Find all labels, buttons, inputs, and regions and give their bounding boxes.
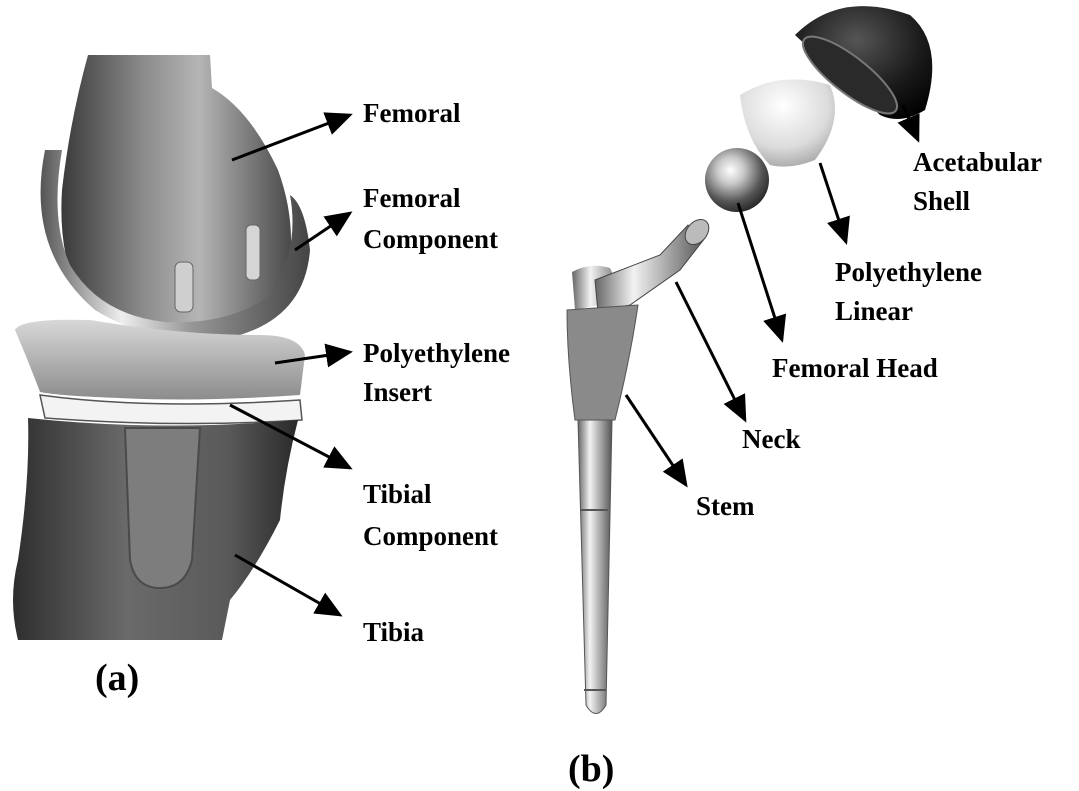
- panel-a-labels: Femoral Femoral Component Polyethylene I…: [95, 98, 510, 699]
- label-neck: Neck: [742, 424, 800, 454]
- panel-b-arrows: [624, 104, 920, 488]
- panel-b-labels: Acetabular Shell Polyethylene Linear Fem…: [568, 147, 1042, 790]
- label-polyethylene-linear-line1: Polyethylene: [835, 257, 982, 287]
- polyethylene-insert: [15, 319, 305, 400]
- femoral-head: [705, 148, 769, 212]
- femur-bone: [61, 55, 292, 326]
- stem-shaft: [577, 419, 613, 714]
- shell-rim: [801, 35, 899, 115]
- arrow-polyethylene-insert: [274, 343, 353, 368]
- caption-b: (b): [568, 748, 614, 790]
- polyethylene-liner: [740, 79, 835, 167]
- arrow-femoral-head: [736, 202, 787, 343]
- tibial-keel: [123, 427, 202, 590]
- neck-trunnion: [684, 218, 710, 246]
- tibial-component: [39, 394, 303, 425]
- label-acetabular-shell-line1: Acetabular: [913, 147, 1042, 177]
- knee-illustration: [13, 55, 311, 640]
- hip-illustration: [566, 6, 933, 714]
- label-femoral: Femoral: [363, 98, 461, 128]
- label-polyethylene-linear-line2: Linear: [835, 296, 913, 326]
- panel-a-arrows: [229, 112, 353, 617]
- arrow-tibia: [234, 553, 343, 617]
- arrow-tibial-component: [229, 403, 353, 470]
- stem-coated-body: [566, 304, 639, 421]
- caption-a: (a): [95, 657, 139, 699]
- label-tibia: Tibia: [363, 617, 425, 647]
- arrow-stem: [624, 394, 688, 488]
- arrow-femoral-component: [294, 211, 353, 252]
- arrow-polyethylene-linear: [818, 162, 850, 245]
- label-polyethylene-insert-line2: Insert: [363, 377, 432, 407]
- label-femoral-component-line2: Component: [363, 224, 498, 254]
- label-femoral-head: Femoral Head: [772, 353, 938, 383]
- label-polyethylene-insert-line1: Polyethylene: [363, 338, 510, 368]
- label-tibial-component-line1: Tibial: [363, 479, 432, 509]
- label-tibial-component-line2: Component: [363, 521, 498, 551]
- femoral-peg: [174, 261, 194, 313]
- femoral-peg: [245, 224, 261, 281]
- label-femoral-component-line1: Femoral: [363, 183, 461, 213]
- label-stem: Stem: [696, 491, 755, 521]
- arrow-neck: [674, 281, 747, 423]
- label-acetabular-shell-line2: Shell: [913, 186, 971, 216]
- arrow-femoral: [231, 112, 353, 162]
- arrow-acetabular-shell: [897, 104, 920, 143]
